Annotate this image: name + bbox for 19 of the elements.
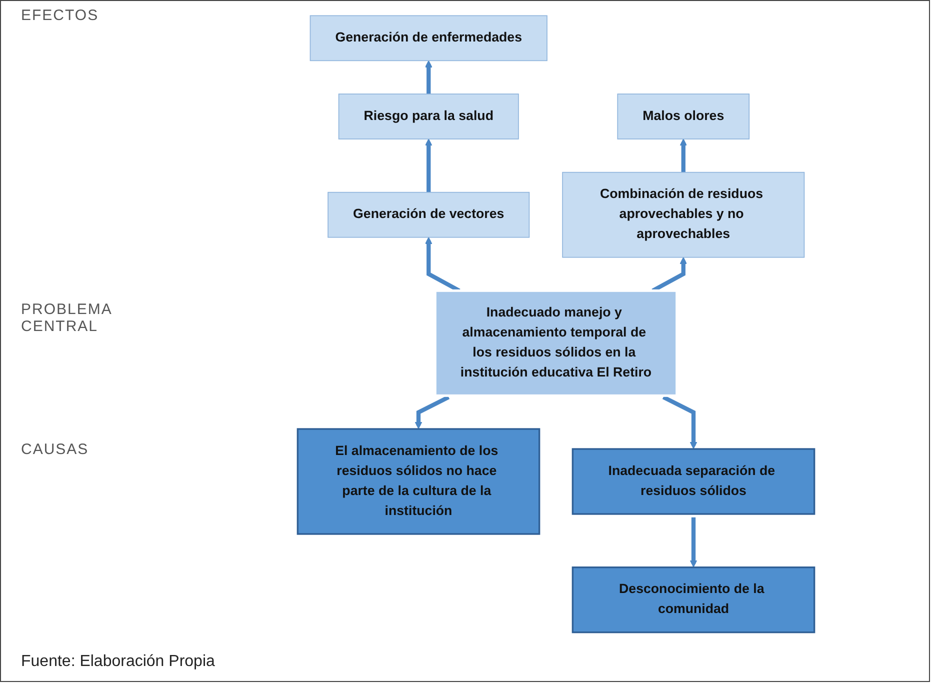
text-box: Riesgo para la salud: [338, 94, 519, 140]
section-label: CAUSAS: [21, 441, 89, 458]
text-box: Combinación de residuos aprovechables y no aprovechables: [562, 172, 805, 258]
section-label: PROBLEMA CENTRAL: [21, 301, 113, 335]
text-box: Inadecuado manejo y almacenamiento temporal de los residuos sólidos en la institución educativa El Retiro: [434, 289, 678, 397]
arrow: [690, 517, 698, 568]
text-box: Generación de enfermedades: [310, 15, 548, 62]
text-box: Desconocimiento de la comunidad: [572, 566, 816, 634]
section-label: EFECTOS: [21, 7, 99, 24]
arrow: [680, 138, 688, 172]
arrow: [424, 138, 432, 192]
text-box: El almacenamiento de los residuos sólidos no hace parte de la cultura de la institución: [296, 428, 540, 535]
text-box: Inadecuada separación de residuos sólidos: [572, 448, 816, 515]
text-box: Malos olores: [617, 94, 750, 140]
text-box: Generación de vectores: [328, 192, 530, 238]
arrow: [662, 395, 698, 449]
caption: Fuente: Elaboración Propia: [21, 653, 215, 671]
arrow: [414, 395, 450, 429]
arrow: [424, 60, 432, 94]
